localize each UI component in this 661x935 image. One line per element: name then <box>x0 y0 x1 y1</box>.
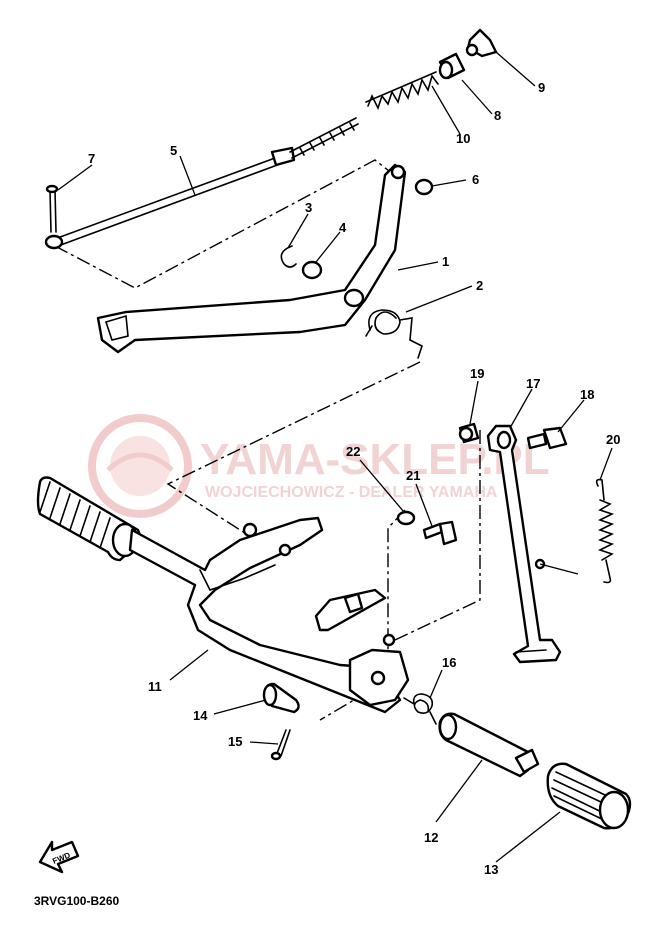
clip-3 <box>280 245 297 268</box>
callout-2: 2 <box>476 278 483 293</box>
watermark-tagline: WOJCIECHOWICZ - DEALER YAMAHA <box>205 484 498 501</box>
callout-1: 1 <box>442 254 449 269</box>
spring-10 <box>365 71 439 111</box>
clip-22 <box>396 510 416 526</box>
leader-lines <box>57 51 613 863</box>
reference-lines <box>54 159 481 721</box>
callout-8: 8 <box>494 108 501 123</box>
footrest-shaft-12 <box>438 712 540 778</box>
callout-numbers: 9 8 10 7 5 6 3 4 1 2 19 17 18 20 22 21 1… <box>88 80 620 877</box>
stand-rod <box>44 117 359 250</box>
callout-21: 21 <box>406 468 420 483</box>
torsion-spring-2 <box>365 309 423 359</box>
cotter-pin-7 <box>45 184 59 233</box>
watermark: YAMA-SKLEP.PL WOJCIECHOWICZ - DEALER YAM… <box>88 414 550 518</box>
stand-lever-1 <box>96 163 407 354</box>
callout-6: 6 <box>472 172 479 187</box>
footrest-bracket-11 <box>36 476 410 714</box>
fwd-arrow-icon: FWD <box>38 840 80 874</box>
footpeg-rubber-13 <box>546 762 632 830</box>
callout-4: 4 <box>339 220 347 235</box>
callout-7: 7 <box>88 151 95 166</box>
pin-14 <box>262 682 300 714</box>
collar-19 <box>458 422 480 444</box>
callout-16: 16 <box>442 655 456 670</box>
side-stand-17 <box>486 424 562 664</box>
callout-11: 11 <box>148 679 162 694</box>
callout-18: 18 <box>580 387 594 402</box>
callout-22: 22 <box>346 444 360 459</box>
spring-20 <box>595 478 615 584</box>
bolt-18 <box>526 426 568 450</box>
callout-20: 20 <box>606 432 620 447</box>
callout-9: 9 <box>538 80 545 95</box>
bolt-21 <box>422 520 458 546</box>
diagram-code: 3RVG100-B260 <box>34 894 119 908</box>
collar-8 <box>438 52 466 80</box>
washer-6 <box>414 178 434 196</box>
spring-16 <box>403 693 437 725</box>
callout-5: 5 <box>170 143 177 158</box>
callout-17: 17 <box>526 376 540 391</box>
callout-19: 19 <box>470 366 484 381</box>
callout-10: 10 <box>456 131 470 146</box>
callout-3: 3 <box>305 200 312 215</box>
callout-15: 15 <box>228 734 242 749</box>
washer-4 <box>301 260 323 280</box>
wing-nut-9 <box>465 28 498 58</box>
cotter-pin-15 <box>270 729 291 761</box>
callout-14: 14 <box>193 708 208 723</box>
callout-13: 13 <box>484 862 498 877</box>
callout-12: 12 <box>424 830 438 845</box>
